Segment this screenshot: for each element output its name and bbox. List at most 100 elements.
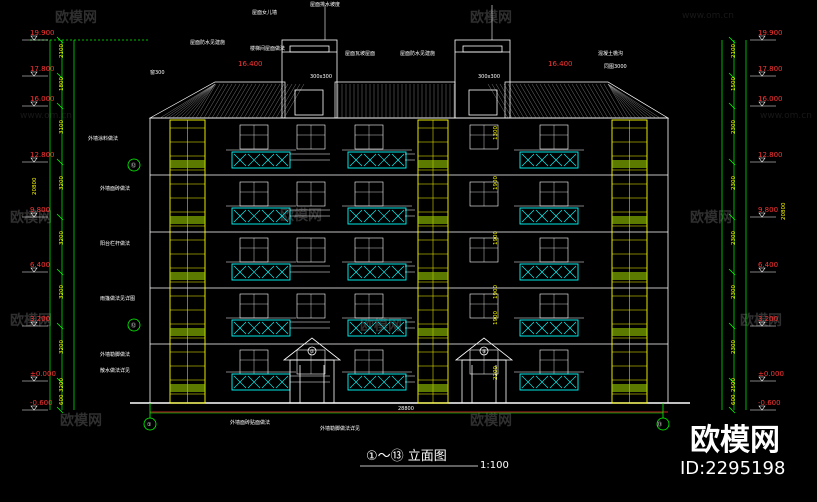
balcony-pattern: [377, 265, 391, 279]
balcony-pattern: [563, 153, 577, 167]
roof-tile-line: [183, 83, 216, 119]
balcony-pattern: [275, 153, 289, 167]
dim-value: 3200: [59, 176, 65, 190]
roof-tile-line: [531, 83, 553, 119]
stairwell-band: [170, 328, 205, 336]
roof-tile-line: [211, 83, 233, 119]
balcony-pattern: [391, 265, 405, 279]
dim-tick: [56, 213, 64, 221]
balcony-pattern: [535, 209, 549, 223]
watermark-brand-1: 欧模网: [55, 9, 97, 26]
roof-level-right: 16.400: [548, 60, 573, 68]
left-stair-tower: [281, 39, 338, 119]
level-triangle: [758, 101, 766, 107]
left-level-markers: 19.90017.80016.00012.8009.8006.4003.200±…: [22, 29, 56, 411]
balcony-pattern: [233, 153, 247, 167]
balcony-pattern: [549, 321, 563, 335]
note-stair-cover: 楼梯间屋面做法: [250, 45, 285, 52]
roof-tile-line: [575, 83, 597, 119]
level-triangle: [30, 321, 38, 327]
dim-value: 2100: [731, 44, 737, 58]
roof-tile-line: [607, 83, 653, 119]
roof-tile-line: [263, 83, 285, 119]
watermark-brand-4: 欧模网: [690, 209, 732, 226]
balcony-pattern: [275, 265, 289, 279]
level-value: 9.800: [758, 206, 778, 214]
level-triangle: [758, 157, 766, 163]
note-top-tank: 屋面女儿墙: [252, 9, 277, 16]
balcony-pattern: [549, 153, 563, 167]
balcony-pattern: [233, 209, 247, 223]
balcony-rail: [519, 373, 579, 391]
roof-tile-line: [607, 83, 633, 119]
level-value: 17.800: [758, 65, 783, 73]
corner-brand: 欧模网: [690, 423, 780, 458]
dim-tick: [56, 406, 64, 414]
axis-left-label: ①: [147, 422, 152, 428]
balcony-pattern: [363, 153, 377, 167]
note-window: 窗300: [150, 69, 165, 76]
balcony-pattern: [363, 375, 377, 389]
roof-tile-line: [255, 83, 277, 119]
overall-width-value: 28800: [398, 406, 414, 412]
balcony-pattern: [563, 265, 577, 279]
drawing-title: ①～⑬ 立面图: [366, 449, 447, 464]
roof-tile-hatching: [159, 83, 661, 119]
roof-tile-line: [595, 83, 617, 119]
balcony-pattern: [349, 321, 363, 335]
stairwell-band: [170, 384, 205, 392]
roof-tile-line: [507, 83, 529, 119]
dim-tick: [56, 36, 64, 44]
stairwell-glazing: [169, 119, 648, 404]
balcony-pattern: [247, 153, 261, 167]
dim-tick: [56, 268, 64, 276]
roof-tile-line: [207, 83, 229, 119]
watermark-brand-7: 欧模网: [60, 412, 102, 429]
ridge-dim-left: 300x300: [310, 74, 332, 80]
balcony-pattern: [261, 265, 275, 279]
dim-value: 2500: [731, 378, 737, 392]
level-triangle: [30, 157, 38, 163]
balcony-pattern: [377, 209, 391, 223]
level-triangle: [758, 321, 766, 327]
balcony-pattern: [261, 321, 275, 335]
stairwell-band: [418, 328, 448, 336]
balcony-pattern: [349, 265, 363, 279]
balcony-pattern: [521, 265, 535, 279]
balcony-pattern: [233, 375, 247, 389]
balcony-pattern: [391, 321, 405, 335]
balcony-pattern: [549, 375, 563, 389]
balcony-rail: [347, 207, 407, 225]
level-triangle: [758, 35, 766, 41]
balcony-rail: [231, 151, 291, 169]
stairwell-band: [170, 216, 205, 224]
ridge-dim-right: 300x300: [478, 74, 500, 80]
watermark-brand-9: 欧模网: [360, 317, 402, 334]
roof-tile-line: [199, 83, 221, 119]
balcony-pattern: [391, 153, 405, 167]
roof-tile-line: [187, 83, 216, 119]
roof-tile-line: [227, 83, 249, 119]
dim-tick: [728, 72, 736, 80]
roof-tile-line: [555, 83, 577, 119]
stairwell-band: [612, 328, 647, 336]
level-triangle: [30, 71, 38, 77]
level-triangle: [758, 376, 766, 382]
roof-tile-line: [587, 83, 609, 119]
level-triangle: [758, 405, 766, 411]
dim-tick: [728, 406, 736, 414]
stairwell-band: [418, 216, 448, 224]
roof-tile-line: [195, 83, 217, 119]
note-wall4: 雨篷做法见详图: [100, 295, 135, 302]
roof-tile-line: [511, 83, 533, 119]
watermark-brand-8: 欧模网: [470, 412, 512, 429]
note-wall1: 外墙涂料做法: [88, 135, 118, 142]
roof-tile-line: [163, 83, 216, 119]
balcony-pattern: [261, 153, 275, 167]
right-level-markers: 19.90017.80016.00012.8009.8006.4003.200±…: [750, 29, 784, 411]
level-value: -0.600: [30, 399, 53, 407]
corner-id: ID:2295198: [680, 458, 785, 479]
entrance-left-axis: ①: [310, 349, 315, 355]
dim-value: 3200: [59, 231, 65, 245]
dim-value: 2300: [731, 120, 737, 134]
